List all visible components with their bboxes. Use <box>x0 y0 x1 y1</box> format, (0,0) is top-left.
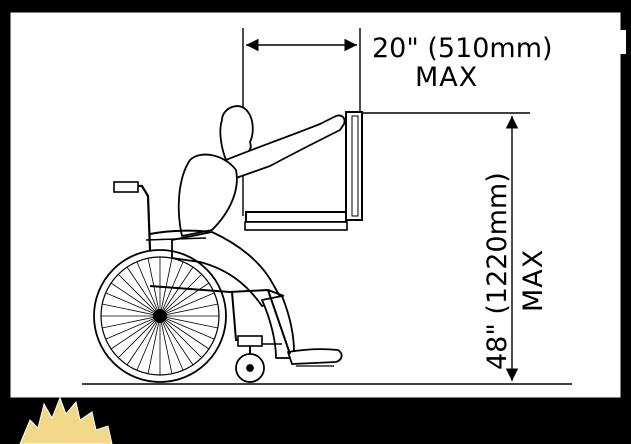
vertical-dimension-qualifier: MAX <box>518 249 549 312</box>
main-wheel <box>93 249 227 383</box>
horizontal-dimension-value: 20" (510mm) <box>372 33 553 64</box>
wheel-spokes <box>101 257 219 375</box>
corner-badge <box>19 396 113 444</box>
wheelchair <box>93 181 291 383</box>
wall-appliance <box>244 111 363 231</box>
diagram-panel <box>7 9 624 401</box>
person-figure <box>171 105 346 367</box>
vertical-dimension-value: 48" (1220mm) <box>482 172 513 370</box>
corner-notch <box>618 30 626 54</box>
horizontal-dimension-qualifier: MAX <box>415 62 478 93</box>
